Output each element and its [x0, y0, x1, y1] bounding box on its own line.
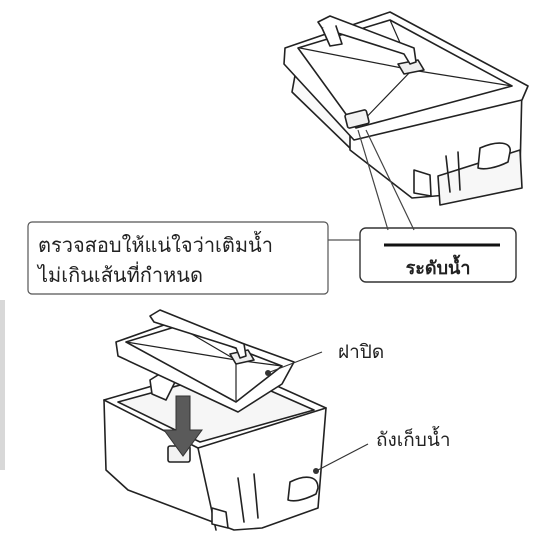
water-level-box	[359, 227, 517, 283]
tank-callout: ถังเก็บน้ำ	[313, 426, 451, 474]
lid-callout: ฝาปิด	[265, 341, 384, 376]
water-level-label: ระดับน้ำ	[406, 254, 471, 279]
callout-line-2: ไม่เกินเส้นที่กำหนด	[36, 261, 203, 287]
exploded-tank-illustration	[103, 309, 327, 531]
fill-instruction-callout: ตรวจสอบให้แน่ใจว่าเติมน้ำ ไม่เกินเส้นที่…	[27, 221, 329, 295]
water-level-indicator: ระดับน้ำ	[359, 227, 517, 283]
callout-line-1: ตรวจสอบให้แน่ใจว่าเติมน้ำ	[38, 231, 273, 257]
zoom-lines	[357, 129, 415, 231]
insert-arrow-icon	[163, 395, 203, 457]
assembled-tank-illustration	[283, 11, 529, 206]
left-edge-bar	[0, 300, 5, 470]
callout-box	[27, 221, 329, 295]
tank-label: ถังเก็บน้ำ	[376, 426, 451, 451]
lid-marker	[265, 370, 271, 376]
tank-marker	[313, 468, 319, 474]
lid-label: ฝาปิด	[338, 341, 384, 363]
